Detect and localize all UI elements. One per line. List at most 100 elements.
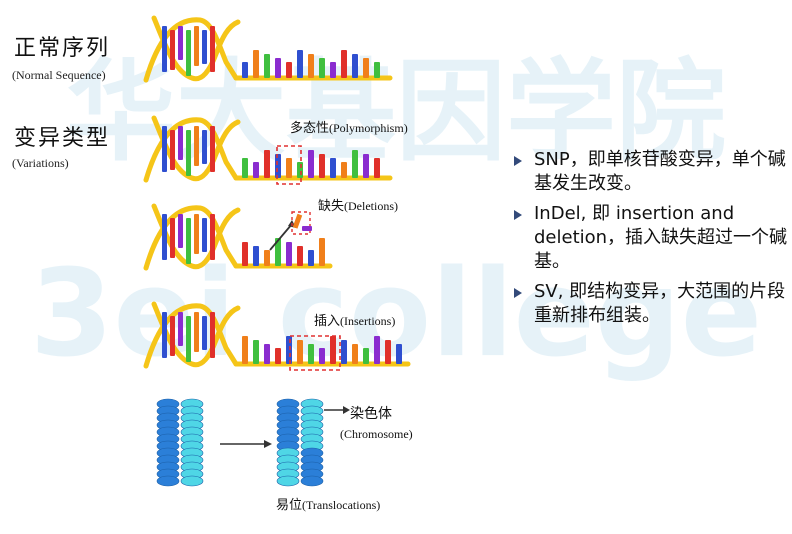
helix-base-pair [170,30,175,70]
chromatid-band [276,475,300,487]
insertions-label-en: (Insertions) [340,314,396,328]
nucleotide-base [319,154,325,178]
chromatid-band [180,475,204,487]
nucleotide-base [275,238,281,266]
double-helix [143,301,411,369]
nucleotide-base [253,340,259,364]
nucleotide-base [385,340,391,364]
nucleotide-base [330,158,336,178]
nucleotide-base [242,336,248,364]
nucleotide-base [352,150,358,178]
nucleotide-base [374,62,380,78]
polymorphism-label-cn: 多态性 [290,121,330,136]
bullet-sv: SV, 即结构变异，大范围的片段重新排布组装。 [512,280,790,328]
nucleotide-base [286,242,292,266]
translocations-label-en: (Translocations) [302,498,381,512]
nucleotide-base [319,238,325,266]
nucleotide-base [308,54,314,78]
nucleotide-base [286,336,292,364]
chromosome-right-a [276,398,300,487]
deletions-label-en: (Deletions) [344,199,398,213]
helix-backbone-strand [151,115,241,182]
normal-title: 正常序列 [14,36,111,61]
helix-backbone-strand [151,203,241,270]
bullet-arrow-icon [514,156,522,166]
nucleotide-base [275,348,281,364]
variations-title: 变异类型 [14,126,111,151]
nucleotide-base [297,50,303,78]
nucleotide-base [341,340,347,364]
highlight-box [291,211,311,235]
helix-base-pair [194,126,199,166]
nucleotide-base [253,246,259,266]
chromosome-pointer-head [343,406,350,414]
nucleotide-base [242,242,248,266]
helix-base-pair [202,130,207,164]
helix-base-pair [186,316,191,362]
helix-base-pair [210,26,215,72]
nucleotide-base [286,62,292,78]
helix-base-pair [210,214,215,260]
polymorphism-label-en: (Polymorphism) [329,121,408,135]
nucleotide-base [330,336,336,364]
helix-base-pair [194,312,199,352]
helix-backbone-strand [151,15,241,82]
nucleotide-base [363,348,369,364]
double-helix [143,15,393,83]
bullet-snp: SNP，即单核苷酸变异，单个碱基发生改变。 [512,148,790,196]
deleted-base [292,213,303,229]
helix-base-pair [210,126,215,172]
chromosome-right-b [300,398,324,487]
nucleotide-base [374,158,380,178]
nucleotide-base [308,344,314,364]
double-helix [143,115,393,183]
dna-normal-sequence [143,15,393,83]
helix-base-pair [202,30,207,64]
helix-base-pair [210,312,215,358]
chromatid-band [156,475,180,487]
bullet-arrow-icon [514,210,522,220]
bullet-indel: InDel, 即 insertion and deletion，插入缺失超过一个… [512,202,790,274]
bullet-arrow-icon [514,288,522,298]
helix-base-pair [194,26,199,66]
nucleotide-base [275,154,281,178]
nucleotide-base [297,340,303,364]
helix-base-pair [178,126,183,160]
transform-arrow-head [264,440,272,448]
helix-base-pair [162,26,167,72]
nucleotide-base [242,158,248,178]
nucleotide-base [396,344,402,364]
helix-base-pair [194,214,199,254]
nucleotide-base [297,246,303,266]
helix-backbone-strand [151,301,241,368]
normal-subtitle: (Normal Sequence) [12,68,106,82]
helix-base-pair [170,218,175,258]
highlight-box [289,335,341,371]
chromosome-translocation-diagram [156,398,350,487]
helix-base-pair [170,316,175,356]
deleted-base [302,226,312,231]
helix-base-pair [178,312,183,346]
nucleotide-base [341,162,347,178]
nucleotide-base [374,336,380,364]
helix-base-pair [162,126,167,172]
watermark-text-top: 华大基因学院 [66,48,726,176]
nucleotide-base [319,58,325,78]
helix-base-pair [202,218,207,252]
nucleotide-base [275,58,281,78]
chromosome-left-a [156,398,180,487]
nucleotide-base [264,150,270,178]
helix-base-pair [202,316,207,350]
translocations-label: 易位(Translocations) [276,494,380,513]
translocations-label-cn: 易位 [276,498,303,513]
helix-base-pair [170,130,175,170]
highlight-box [276,145,302,185]
deletions-label-cn: 缺失 [318,199,345,214]
nucleotide-base [308,150,314,178]
nucleotide-base [264,54,270,78]
nucleotide-base [352,54,358,78]
helix-base-pair [186,130,191,176]
helix-base-pair [186,218,191,264]
bullet-sv-text: SV, 即结构变异，大范围的片段重新排布组装。 [534,281,786,326]
